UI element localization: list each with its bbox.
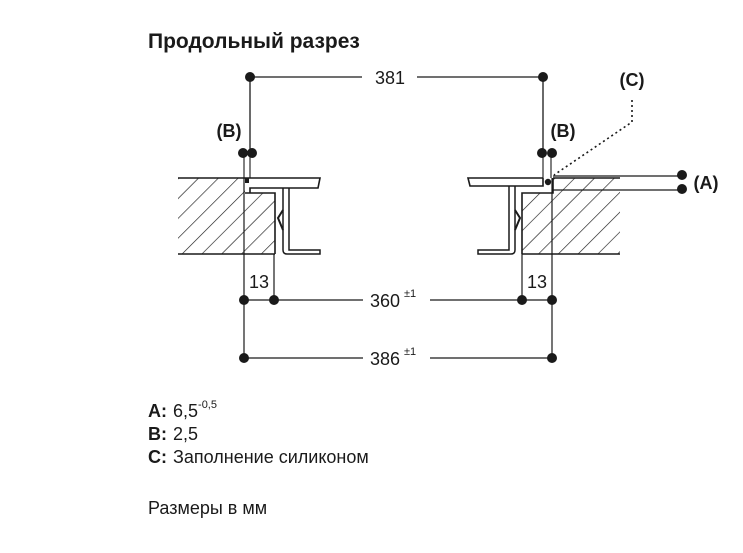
- callout-b-left: (B): [217, 121, 242, 141]
- legend-key: A:: [148, 401, 167, 421]
- dimension-360: 360 ±1: [239, 288, 557, 311]
- right-countertop: [521, 177, 620, 255]
- legend: A: 6,5-0,5 B: 2,5 C: Заполнение силиконом: [148, 400, 369, 469]
- dimension-360-tolerance: ±1: [404, 288, 416, 300]
- legend-superscript: -0,5: [198, 399, 217, 411]
- legend-value: 2,5: [173, 424, 199, 444]
- left-hob-edge: [245, 177, 321, 255]
- dimension-13-right: 13: [527, 272, 547, 292]
- dimension-386-tolerance: ±1: [404, 346, 416, 358]
- dimension-360-label: 360: [370, 291, 400, 311]
- gap-b-left: (B): [217, 121, 257, 178]
- callout-c-leader: (C): [553, 70, 645, 176]
- callout-b-right: (B): [551, 121, 576, 141]
- callout-a: (A): [694, 173, 719, 193]
- dimension-386: 386 ±1: [239, 346, 557, 369]
- diagram-title: Продольный разрез: [148, 30, 360, 53]
- gap-b-right: (B): [537, 121, 576, 178]
- silicone-fill-dot: [544, 178, 552, 186]
- left-countertop: [178, 177, 276, 255]
- dimension-386-label: 386: [370, 349, 400, 369]
- legend-item-a: A: 6,5-0,5: [148, 400, 369, 423]
- dimension-a: (A): [553, 170, 719, 194]
- dimension-13-left: 13: [249, 272, 269, 292]
- right-hob-edge: [466, 177, 552, 255]
- callout-c: (C): [620, 70, 645, 90]
- legend-key: C:: [148, 447, 167, 467]
- legend-key: B:: [148, 424, 167, 444]
- dimension-381-label: 381: [375, 68, 405, 88]
- dimension-381: 381: [245, 68, 548, 153]
- legend-item-c: C: Заполнение силиконом: [148, 446, 369, 469]
- legend-value: 6,5: [173, 401, 199, 421]
- legend-item-b: B: 2,5: [148, 423, 369, 446]
- extension-lines: [243, 178, 553, 358]
- units-note: Размеры в мм: [148, 498, 268, 518]
- legend-value: Заполнение силиконом: [173, 447, 369, 467]
